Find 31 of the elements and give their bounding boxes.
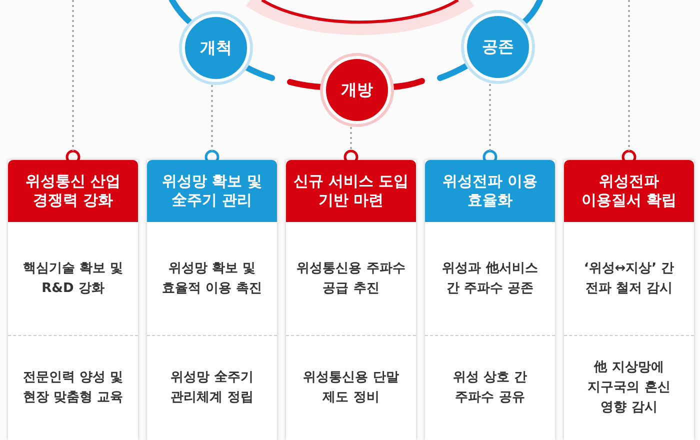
column-card bbox=[425, 160, 555, 440]
dotted-connector bbox=[628, 0, 630, 151]
keyword-text: 개척 bbox=[200, 38, 232, 58]
column-card bbox=[286, 160, 416, 440]
keyword-text: 개방 bbox=[341, 80, 373, 100]
column-header: 위성망 확보 및 全주기 관리 bbox=[147, 160, 277, 222]
dotted-connector bbox=[489, 84, 491, 151]
cell-text: 위성망 全주기 관리체계 정립 bbox=[170, 369, 254, 407]
cell-text: ‘위성↔지상’ 간 전파 철저 감시 bbox=[582, 260, 676, 298]
column-header: 위성전파 이용질서 확립 bbox=[564, 160, 694, 222]
cell-text: 위성 상호 간 주파수 공유 bbox=[452, 369, 528, 407]
column-card bbox=[8, 160, 138, 440]
cell-text: 他 지상망에 지구국의 혼신 영향 감시 bbox=[586, 359, 672, 417]
cell-text: 핵심기술 확보 및 R&D 강화 bbox=[22, 260, 124, 298]
column-header: 위성통신 산업 경쟁력 강화 bbox=[8, 160, 138, 222]
column-card bbox=[147, 160, 277, 440]
cell-text: 위성통신용 주파수 공급 추진 bbox=[296, 260, 406, 298]
dotted-connector bbox=[350, 127, 352, 151]
column-header: 위성전파 이용 효율화 bbox=[425, 160, 555, 222]
keyword-circle bbox=[323, 56, 391, 124]
keyword-circle bbox=[464, 13, 532, 81]
cell-text: 위성통신용 단말 제도 정비 bbox=[302, 369, 400, 407]
column-card bbox=[564, 160, 694, 440]
cell-text: 전문인력 양성 및 현장 맞춤형 교육 bbox=[22, 369, 124, 407]
cell-text: 위성망 확보 및 효율적 이용 촉진 bbox=[160, 260, 264, 298]
column-header: 신규 서비스 도입 기반 마련 bbox=[286, 160, 416, 222]
dotted-connector bbox=[211, 85, 213, 151]
cell-text: 위성과 他서비스 간 주파수 공존 bbox=[441, 260, 539, 298]
keyword-text: 공존 bbox=[482, 36, 514, 58]
dotted-connector bbox=[72, 0, 74, 151]
keyword-circle bbox=[182, 14, 250, 82]
